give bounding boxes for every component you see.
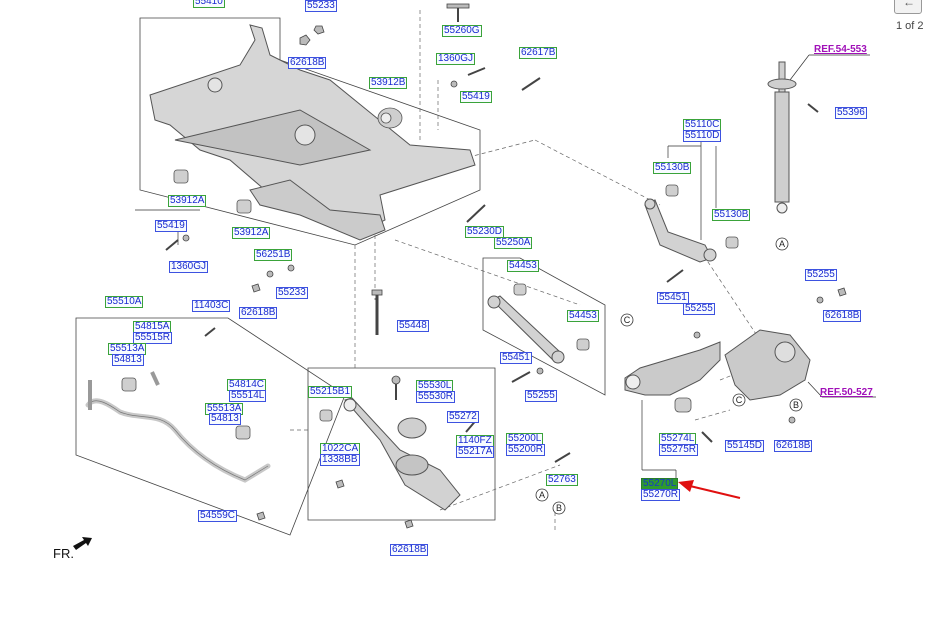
rear-subframe-illustration: [149, 24, 476, 241]
callout-55215b1[interactable]: 55215B1: [308, 386, 353, 398]
callout-55272[interactable]: 55272: [447, 411, 479, 423]
ref-54-553-link[interactable]: REF.54-553: [814, 44, 867, 55]
callout-55419-left[interactable]: 55419: [155, 220, 187, 232]
callout-55255-mid[interactable]: 55255: [525, 390, 557, 402]
callout-53912b[interactable]: 53912B: [369, 77, 408, 89]
front-label: FR.: [53, 546, 74, 561]
callout-62618b-top[interactable]: 62618B: [288, 57, 327, 69]
callout-55217a[interactable]: 55217A: [456, 446, 495, 458]
callout-55145d[interactable]: 55145D: [725, 440, 765, 452]
ref-50-527-link[interactable]: REF.50-527: [820, 387, 873, 398]
callout-55110d[interactable]: 55110D: [683, 130, 722, 142]
callout-55515r[interactable]: 55515R: [133, 332, 173, 344]
callout-53912a-2[interactable]: 53912A: [232, 227, 271, 239]
callout-54559c[interactable]: 54559C: [198, 510, 238, 522]
callout-55410[interactable]: 55410: [193, 0, 225, 8]
callout-54453-mid[interactable]: 54453: [567, 310, 599, 322]
callout-55130b-2[interactable]: 55130B: [712, 209, 751, 221]
callout-54813-2[interactable]: 54813: [209, 413, 241, 425]
callout-55451-mid[interactable]: 55451: [500, 352, 532, 364]
callout-55270r[interactable]: 55270R: [641, 489, 681, 501]
callout-11403c[interactable]: 11403C: [192, 300, 231, 312]
callout-54814c[interactable]: 54814C: [227, 379, 267, 391]
trailing-link-illustration: [487, 295, 565, 364]
callout-55396[interactable]: 55396: [835, 107, 867, 119]
callout-62618b-rb[interactable]: 62618B: [774, 440, 813, 452]
marker-a-top: [775, 237, 789, 251]
callout-55530r[interactable]: 55530R: [416, 391, 456, 403]
callout-62618b-mid[interactable]: 62618B: [239, 307, 278, 319]
marker-b-right-label: B: [792, 400, 799, 410]
red-arrow-icon: [678, 480, 741, 499]
prev-page-button[interactable]: ←: [894, 0, 922, 14]
bushings: [121, 107, 739, 440]
marker-c-top-label: C: [623, 315, 631, 325]
page-indicator: 1 of 2: [896, 20, 924, 32]
callout-1360gj-left[interactable]: 1360GJ: [169, 261, 209, 273]
front-direction-arrow-icon: [73, 537, 92, 550]
marker-c-right: [732, 393, 746, 407]
callout-54813-1[interactable]: 54813: [112, 354, 144, 366]
callout-55275r[interactable]: 55275R: [659, 444, 699, 456]
callout-53912a-1[interactable]: 53912A: [168, 195, 207, 207]
callout-1338bb[interactable]: 1338BB: [320, 454, 360, 466]
marker-a-bottom-label: A: [538, 490, 545, 500]
knuckle-arm-illustration: [624, 329, 811, 401]
callout-55230d[interactable]: 55230D: [465, 226, 505, 238]
callout-62617b[interactable]: 62617B: [519, 47, 558, 59]
callout-55451-right[interactable]: 55451: [657, 292, 689, 304]
callout-55514l[interactable]: 55514L: [229, 390, 267, 402]
callout-62618b-bot[interactable]: 62618B: [390, 544, 429, 556]
callout-56251b[interactable]: 56251B: [254, 249, 293, 261]
stabilizer-box: [75, 317, 346, 536]
callout-55200r[interactable]: 55200R: [506, 444, 546, 456]
marker-b-bottom-label: B: [555, 503, 562, 513]
callout-55419-top[interactable]: 55419: [460, 91, 492, 103]
marker-c-right-label: C: [735, 395, 743, 405]
callout-55233-top[interactable]: 55233: [305, 0, 337, 12]
callout-55233-mid[interactable]: 55233: [276, 287, 308, 299]
callout-52763[interactable]: 52763: [546, 474, 578, 486]
marker-c-top: [620, 313, 634, 327]
callout-1360gj-top[interactable]: 1360GJ: [436, 53, 476, 65]
marker-b-right: [789, 398, 803, 412]
callout-55130b-1[interactable]: 55130B: [653, 162, 692, 174]
lower-control-arm-illustration: [343, 397, 461, 511]
arrow-left-icon: ←: [903, 0, 915, 9]
marker-a-top-label: A: [778, 239, 785, 249]
callout-55260g[interactable]: 55260G: [442, 25, 482, 37]
callout-55255-right[interactable]: 55255: [683, 303, 715, 315]
lower-arm-box: [307, 367, 496, 521]
fasteners: [165, 3, 847, 529]
shock-absorber-illustration: [767, 61, 797, 214]
callout-62618b-right[interactable]: 62618B: [823, 310, 862, 322]
callout-55510a[interactable]: 55510A: [105, 296, 144, 308]
marker-b-bottom: [552, 501, 566, 515]
upper-arm-illustration: [644, 198, 717, 263]
callout-55448[interactable]: 55448: [397, 320, 429, 332]
marker-a-bottom: [535, 488, 549, 502]
trailing-link-box: [482, 257, 606, 396]
callout-54453-top[interactable]: 54453: [507, 260, 539, 272]
callout-55250a[interactable]: 55250A: [494, 237, 533, 249]
callout-55255-far[interactable]: 55255: [805, 269, 837, 281]
